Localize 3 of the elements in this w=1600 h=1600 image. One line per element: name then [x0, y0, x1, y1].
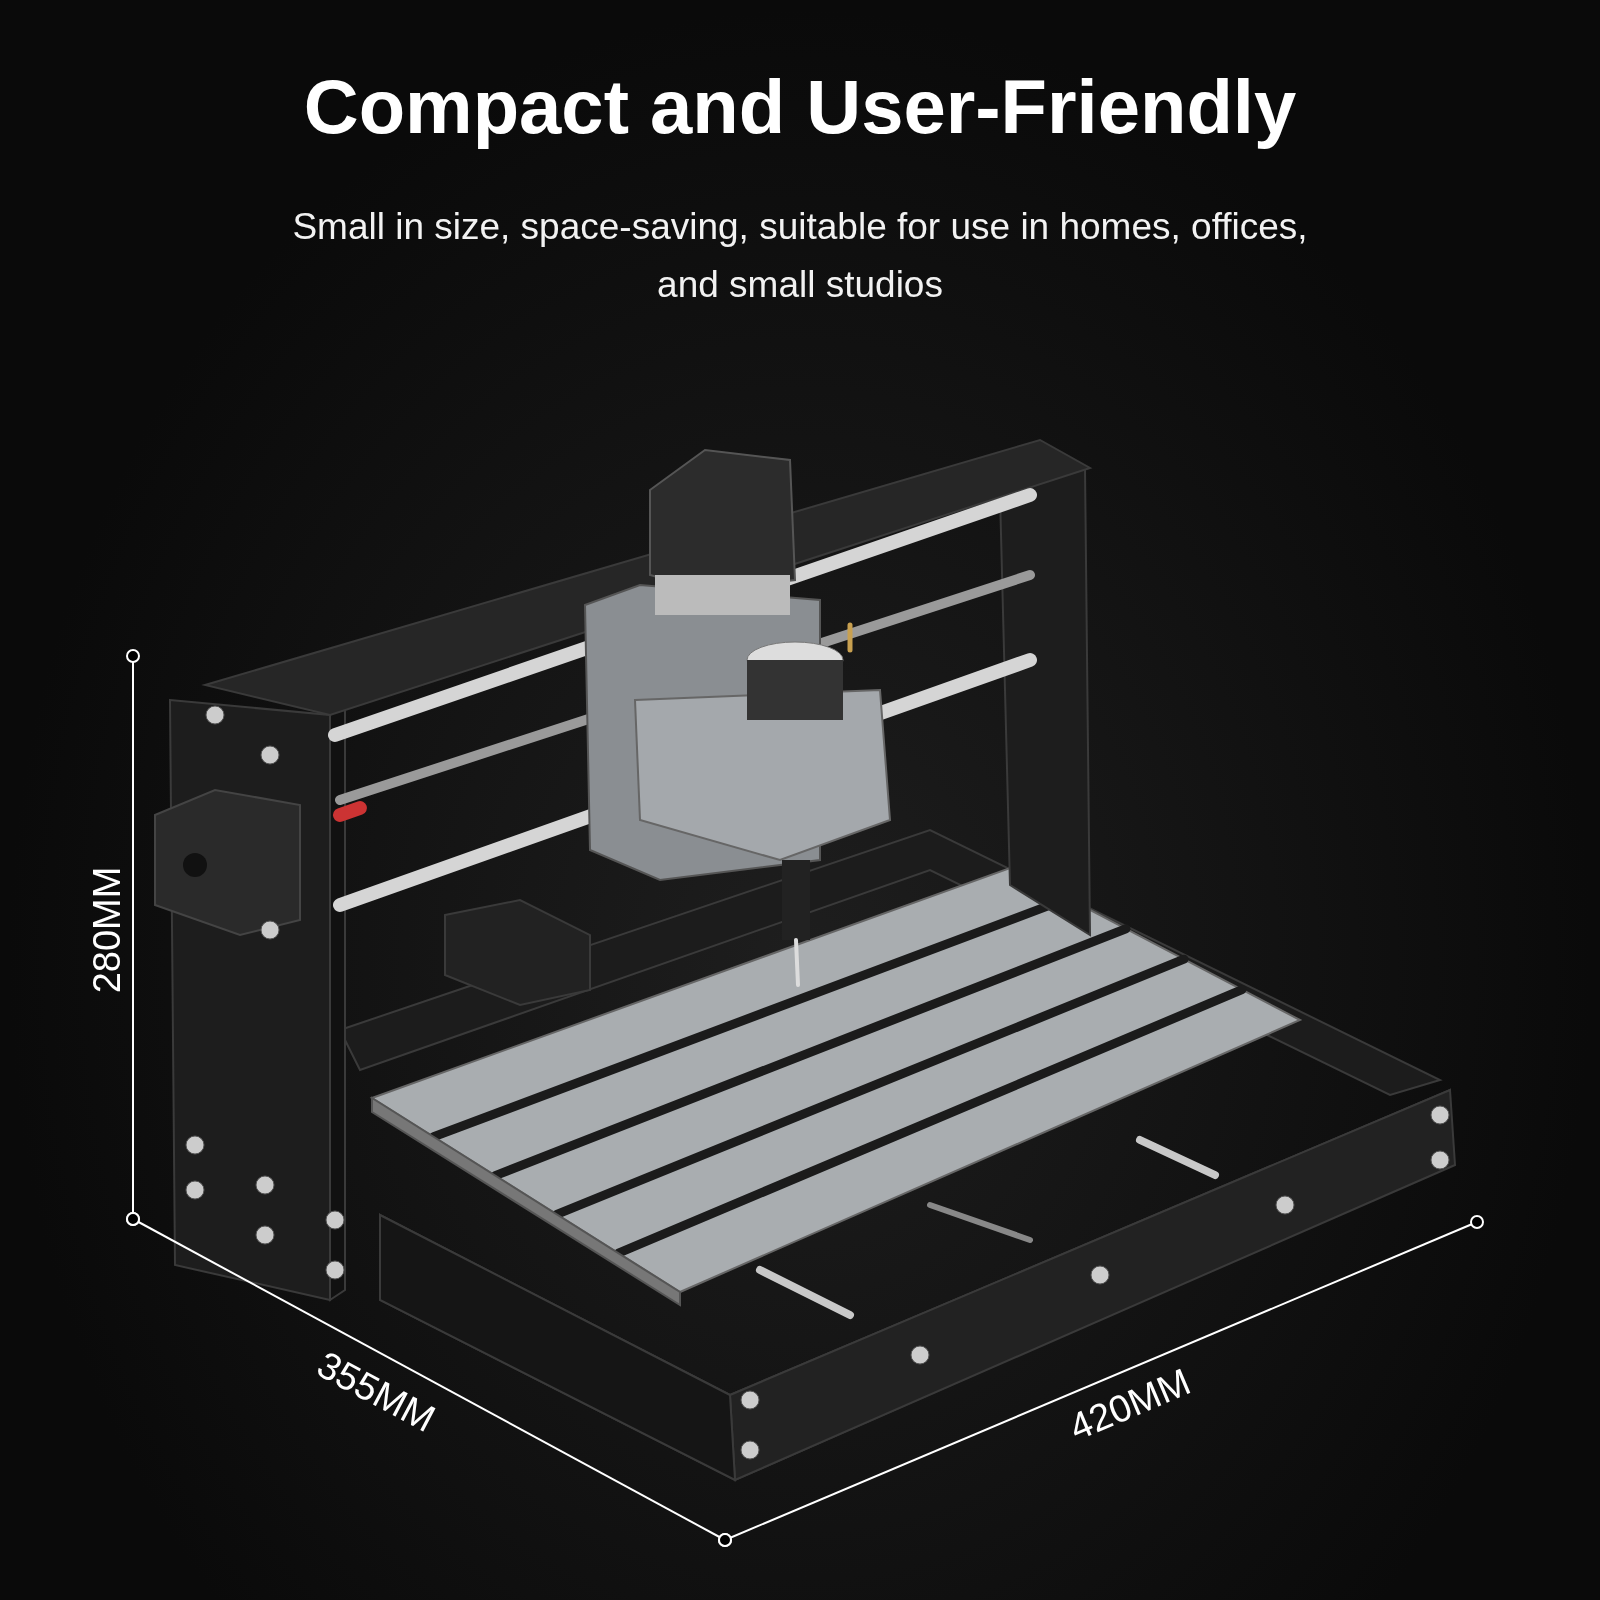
subtitle: Small in size, space-saving, suitable for use in homes, offices, and small studios — [291, 205, 1309, 307]
dimension-label: 280MM — [85, 866, 129, 994]
title: Compact and User-Friendly — [302, 63, 1298, 151]
